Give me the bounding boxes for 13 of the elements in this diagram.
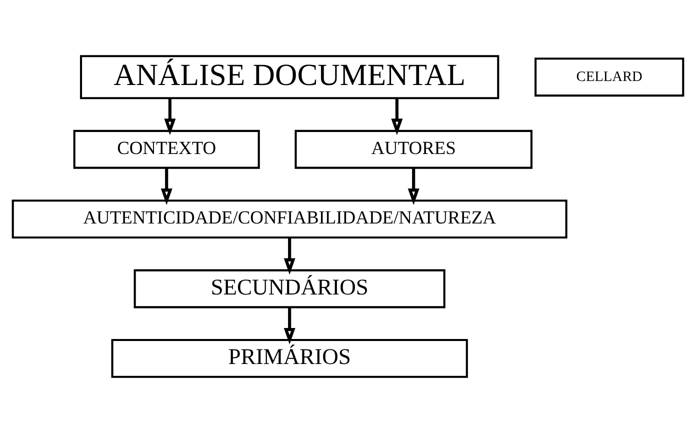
arrow [284, 306, 296, 344]
node-box: CELLARD [534, 57, 684, 96]
arrow [164, 98, 176, 135]
node-box: AUTORES [294, 129, 532, 168]
arrow [284, 237, 296, 274]
arrow [408, 168, 420, 204]
node-box: ANÁLISE DOCUMENTAL [80, 54, 500, 99]
node-box: CONTEXTO [73, 129, 260, 168]
arrow [391, 98, 403, 135]
arrow [160, 168, 172, 204]
node-box: PRIMÁRIOS [111, 338, 468, 378]
node-box: SECUNDÁRIOS [134, 268, 446, 308]
node-box: AUTENTICIDADE/CONFIABILIDADE/NATUREZA [12, 199, 568, 238]
